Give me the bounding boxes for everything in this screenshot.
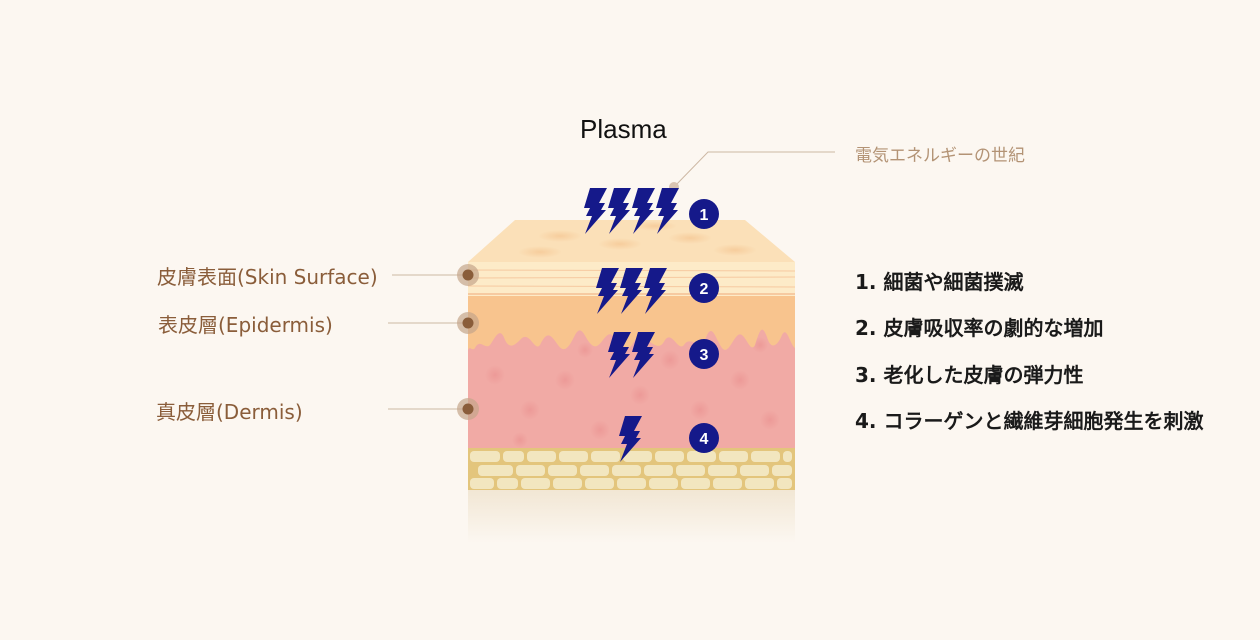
effect-item-1: 1. 細菌や細菌撲滅: [855, 270, 1024, 294]
level-badge-2: 2: [689, 273, 719, 303]
fat-cell: [751, 451, 780, 462]
badge-number: 1: [700, 207, 709, 224]
fat-cell: [676, 465, 705, 476]
label-dermis: 真皮層(Dermis): [156, 400, 303, 424]
fat-cell: [740, 465, 769, 476]
badge-number: 3: [700, 347, 709, 364]
fat-cell: [516, 465, 545, 476]
fat-cell: [772, 465, 792, 476]
fat-cell: [708, 465, 737, 476]
callout-lines: [388, 151, 835, 410]
badge-number: 4: [700, 431, 709, 448]
fat-cell: [527, 451, 556, 462]
fat-cell: [612, 465, 641, 476]
fat-cell: [687, 451, 716, 462]
effect-item-3: 3. 老化した皮膚の弾力性: [855, 363, 1084, 387]
effect-item-2: 2. 皮膚吸収率の劇的な増加: [855, 316, 1104, 340]
level-badge-4: 4: [689, 423, 719, 453]
fat-cells: [470, 451, 792, 489]
fat-cell: [559, 451, 588, 462]
level-badge-3: 3: [689, 339, 719, 369]
label-dots: [457, 264, 479, 420]
level-badges: 1 2 3 4: [689, 199, 719, 453]
fat-cell: [503, 451, 524, 462]
fat-cell: [478, 465, 513, 476]
fat-cell: [470, 478, 494, 489]
fat-cell: [783, 451, 792, 462]
label-epidermis: 表皮層(Epidermis): [158, 313, 333, 337]
fat-cell: [548, 465, 577, 476]
badge-number: 2: [700, 281, 709, 298]
fat-cell: [585, 478, 614, 489]
fat-cell: [497, 478, 518, 489]
fat-cell: [553, 478, 582, 489]
fat-cell: [655, 451, 684, 462]
fat-cell: [713, 478, 742, 489]
diagram-subtitle: 電気エネルギーの世紀: [855, 146, 1025, 166]
fat-cell: [649, 478, 678, 489]
fat-cell: [617, 478, 646, 489]
fat-cell: [470, 451, 500, 462]
dermis-spots: [485, 337, 780, 448]
effect-item-4: 4. コラーゲンと繊維芽細胞発生を刺激: [855, 409, 1204, 433]
fat-cell: [644, 465, 673, 476]
diagram-title: Plasma: [580, 114, 667, 144]
fat-cell: [591, 451, 620, 462]
epidermis-layer: [468, 296, 795, 350]
label-skin-surface: 皮膚表面(Skin Surface): [157, 265, 378, 289]
level-badge-1: 1: [689, 199, 719, 229]
fat-cell: [681, 478, 710, 489]
fat-cell: [580, 465, 609, 476]
shadow: [468, 488, 795, 543]
fat-cell: [745, 478, 774, 489]
fat-cell: [521, 478, 550, 489]
fat-cell: [777, 478, 792, 489]
fat-cell: [719, 451, 748, 462]
fat-cell: [623, 451, 652, 462]
